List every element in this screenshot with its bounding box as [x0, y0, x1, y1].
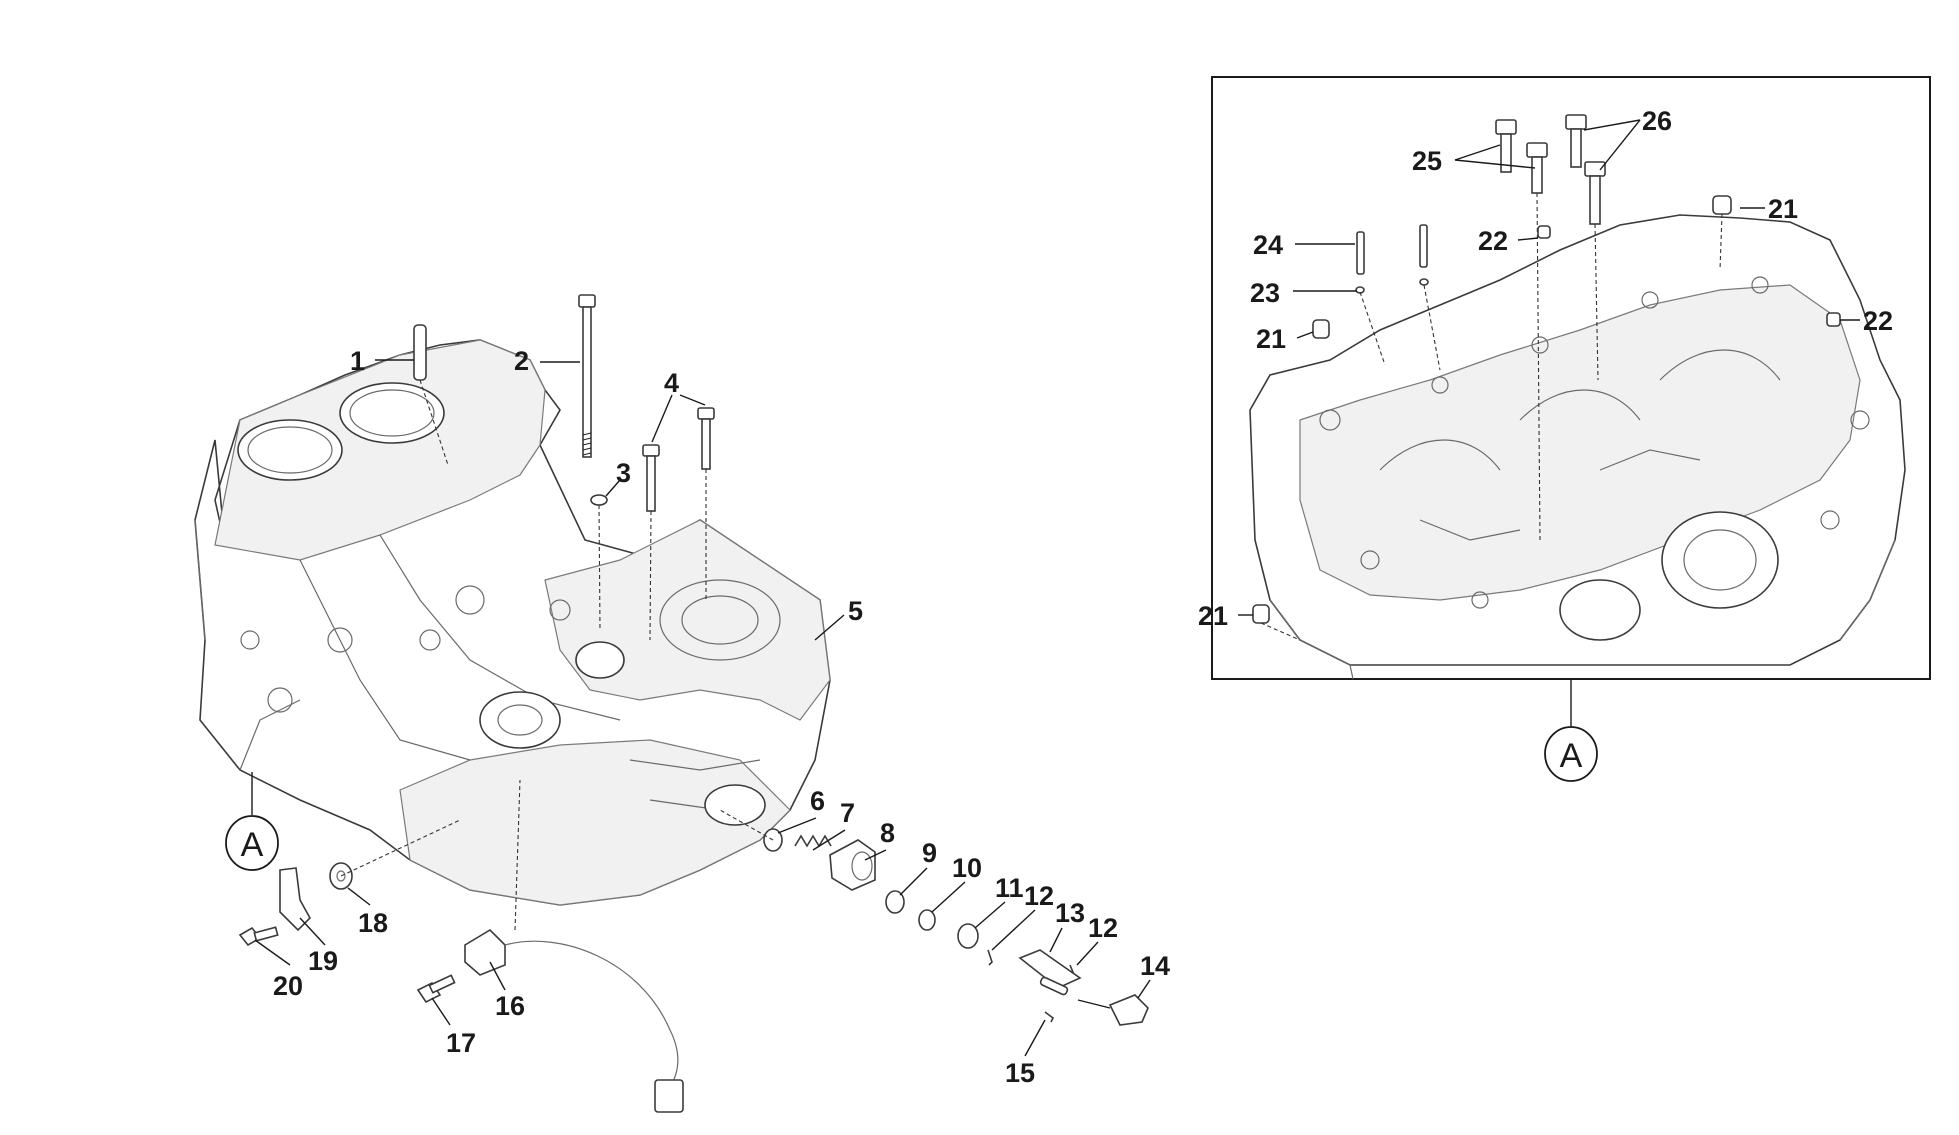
- callout-18: 18: [358, 908, 388, 938]
- callout-25: 25: [1412, 146, 1442, 176]
- callout-13: 13: [1055, 898, 1085, 928]
- main-small-parts: [238, 294, 1149, 1113]
- main-callout-labels: 1 2 3 4 5 6 7 8 9 10 11 12 13 12 14 15 1…: [273, 346, 1170, 1088]
- callout-26: 26: [1642, 106, 1672, 136]
- callout-22a: 22: [1478, 226, 1508, 256]
- callout-16: 16: [495, 991, 525, 1021]
- detail-crankcase-drawing: [1249, 214, 1906, 680]
- callout-10: 10: [952, 853, 982, 883]
- main-leaders: [254, 359, 1151, 1057]
- callout-20: 20: [273, 971, 303, 1001]
- svg-text:A: A: [241, 826, 264, 864]
- detail-dowels-pins: [1252, 195, 1841, 641]
- callout-6: 6: [810, 786, 825, 816]
- view-ref-a-main: A: [225, 815, 279, 871]
- callout-23: 23: [1250, 278, 1280, 308]
- detail-bolts: [1495, 114, 1606, 541]
- svg-text:A: A: [1560, 737, 1583, 775]
- callout-17: 17: [446, 1028, 476, 1058]
- callout-21b: 21: [1256, 324, 1286, 354]
- callout-3: 3: [616, 458, 631, 488]
- callout-4: 4: [664, 368, 679, 398]
- callout-19: 19: [308, 946, 338, 976]
- detail-callout-labels: 25 26 24 22 21 23 21 22 21: [1198, 106, 1893, 631]
- callout-14: 14: [1140, 951, 1170, 981]
- callout-21a: 21: [1768, 194, 1798, 224]
- callout-5: 5: [848, 596, 863, 626]
- detail-view-a: 25 26 24 22 21 23 21 22 21 A: [1198, 76, 1931, 782]
- callout-2: 2: [514, 346, 529, 376]
- detail-leaders: [1238, 119, 1860, 728]
- callout-1: 1: [350, 346, 365, 376]
- callout-22b: 22: [1863, 306, 1893, 336]
- view-ref-a-detail: A: [1544, 726, 1598, 782]
- callout-15: 15: [1005, 1058, 1035, 1088]
- callout-21c: 21: [1198, 601, 1228, 631]
- main-crankcase-drawing: [194, 339, 831, 906]
- callout-12b: 12: [1088, 913, 1118, 943]
- callout-9: 9: [922, 838, 937, 868]
- callout-24: 24: [1253, 230, 1283, 260]
- callout-8: 8: [880, 818, 895, 848]
- callout-7: 7: [840, 798, 855, 828]
- callout-11: 11: [995, 873, 1024, 903]
- callout-12a: 12: [1024, 881, 1054, 911]
